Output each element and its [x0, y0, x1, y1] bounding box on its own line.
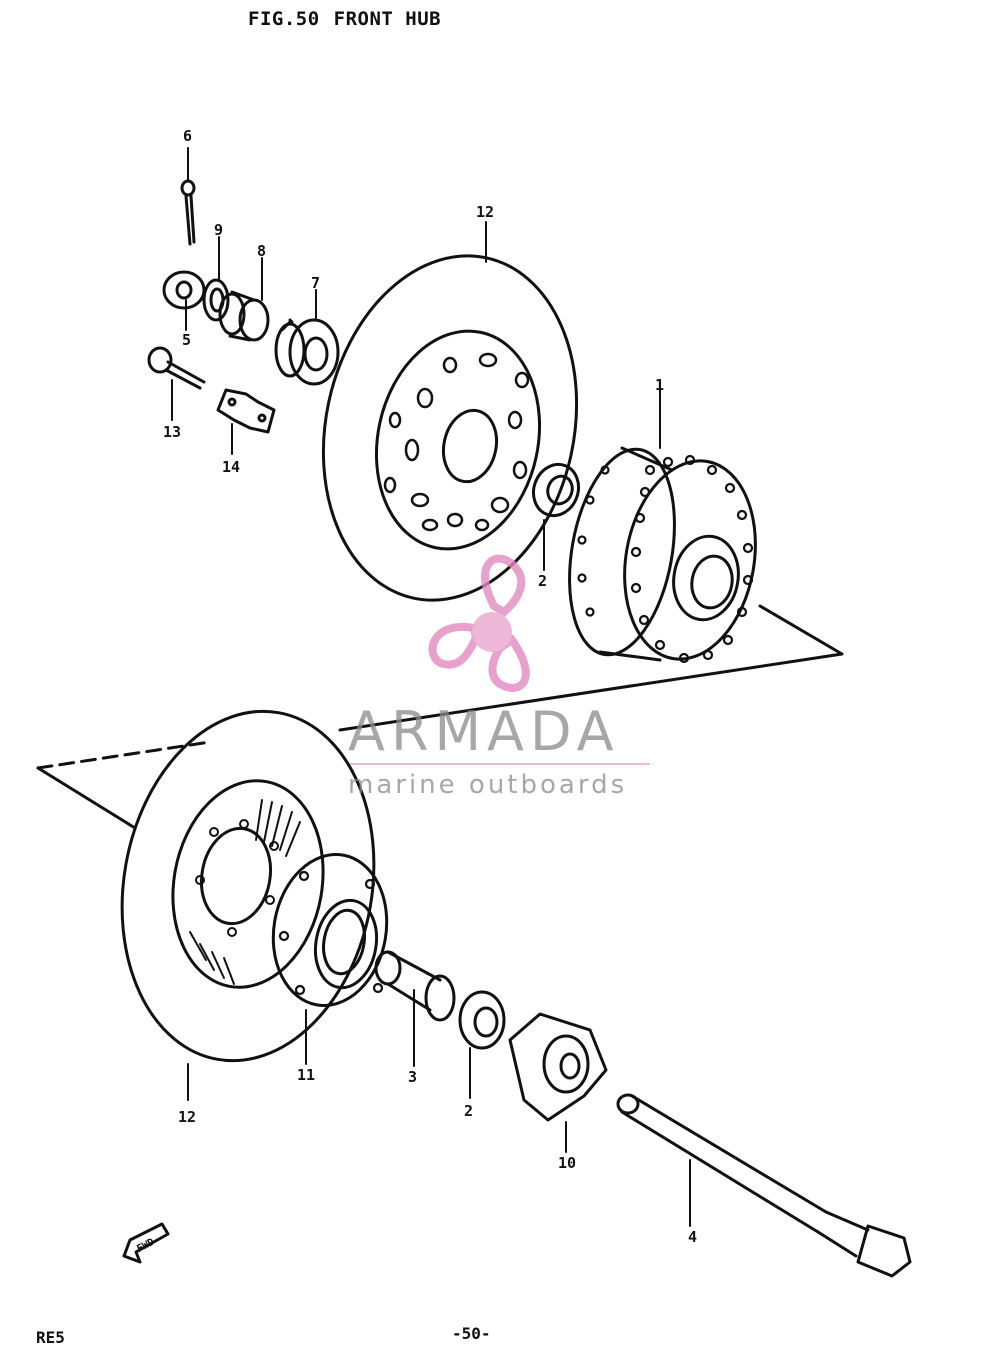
callout-13: 13 — [163, 423, 181, 441]
watermark-tagline: marine outboards — [348, 770, 628, 800]
collar — [274, 318, 340, 386]
front-axle — [616, 1093, 912, 1278]
callout-1: 1 — [655, 376, 664, 394]
axle-nut — [162, 270, 206, 310]
callout-labels: 6 9 8 7 5 13 14 12 1 2 12 11 3 2 10 4 FW… — [135, 127, 697, 1255]
lock-plate — [216, 388, 276, 434]
callout-12-lower: 12 — [178, 1108, 196, 1126]
fwd-label: FWD — [135, 1237, 156, 1255]
figure-title-text: FRONT HUB — [333, 8, 442, 30]
bolt — [147, 346, 206, 390]
hub-flange — [271, 853, 389, 1007]
upper-bearing — [531, 462, 581, 518]
figure-title: FIG.50 FRONT HUB — [248, 8, 455, 30]
callout-8: 8 — [257, 242, 266, 260]
callout-2-lower: 2 — [464, 1102, 473, 1120]
front-hub — [568, 446, 757, 664]
leader-lines — [171, 147, 691, 1227]
watermark-brand: ARMADA — [348, 700, 620, 763]
callout-9: 9 — [214, 221, 223, 239]
spacer — [218, 290, 270, 342]
armada-propeller-logo — [428, 554, 530, 692]
callout-6: 6 — [183, 127, 192, 145]
callout-11: 11 — [297, 1066, 315, 1084]
fwd-arrow — [122, 1222, 170, 1264]
model-code: RE5 — [36, 1328, 65, 1347]
lower-bearing — [458, 990, 506, 1050]
callout-3: 3 — [408, 1068, 417, 1086]
watermark-divider — [350, 763, 650, 765]
figure-number: FIG.50 — [248, 8, 320, 30]
cotter-pin — [180, 179, 196, 246]
upper-brake-disc — [321, 254, 579, 602]
page-number: -50- — [452, 1324, 491, 1343]
speedometer-gearbox — [508, 1012, 608, 1122]
lower-brake-disc — [120, 709, 376, 1063]
callout-4: 4 — [688, 1228, 697, 1246]
separation-plane — [36, 604, 844, 830]
callout-12-upper: 12 — [476, 203, 494, 221]
callout-10: 10 — [558, 1154, 576, 1172]
callout-5: 5 — [182, 331, 191, 349]
callout-14: 14 — [222, 458, 240, 476]
distance-collar — [374, 950, 456, 1022]
callout-7: 7 — [311, 274, 320, 292]
callout-2-upper: 2 — [538, 572, 547, 590]
